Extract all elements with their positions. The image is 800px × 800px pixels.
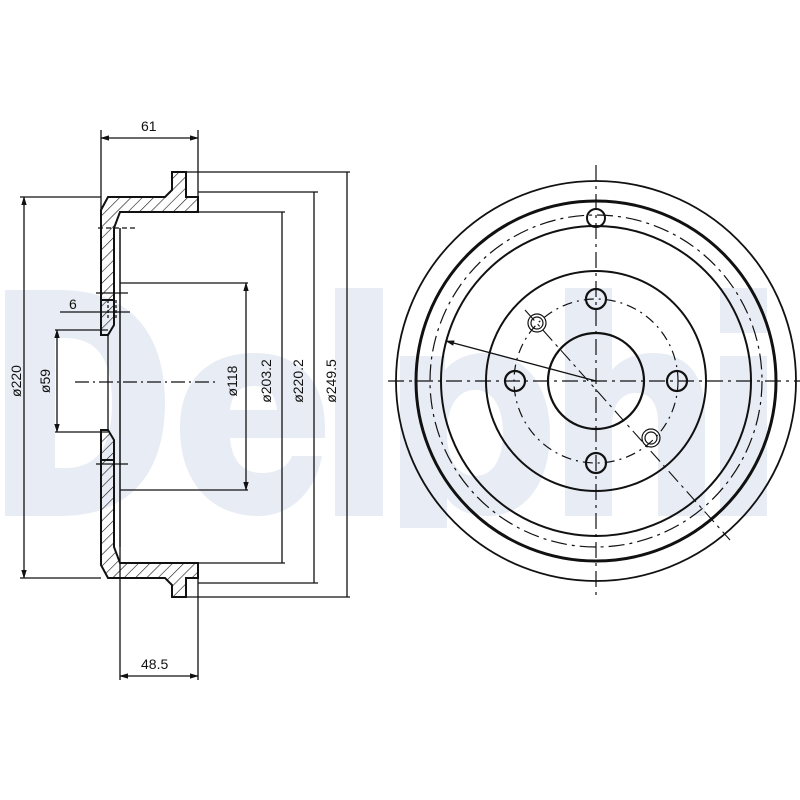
front-view xyxy=(388,165,800,595)
side-section-view xyxy=(20,130,350,680)
dim-inner-depth: 48.5 xyxy=(141,656,169,672)
drum-wall-bottom xyxy=(100,459,199,598)
dim-diam-249-5: ø249.5 xyxy=(323,359,339,403)
dim-diam-220-2: ø220.2 xyxy=(290,359,306,403)
hub-plate-lower xyxy=(100,429,115,461)
dim-diam-59: ø59 xyxy=(37,368,53,394)
delphi-watermark xyxy=(5,288,767,528)
dim-diam-118: ø118 xyxy=(224,365,240,397)
dim-diam-203-2: ø203.2 xyxy=(258,359,274,403)
dim-overall-width: 61 xyxy=(141,118,157,134)
dim-diam-220: ø220 xyxy=(8,365,24,397)
dim-flange-thickness: 6 xyxy=(69,296,77,312)
drum-wall-top xyxy=(100,171,199,301)
